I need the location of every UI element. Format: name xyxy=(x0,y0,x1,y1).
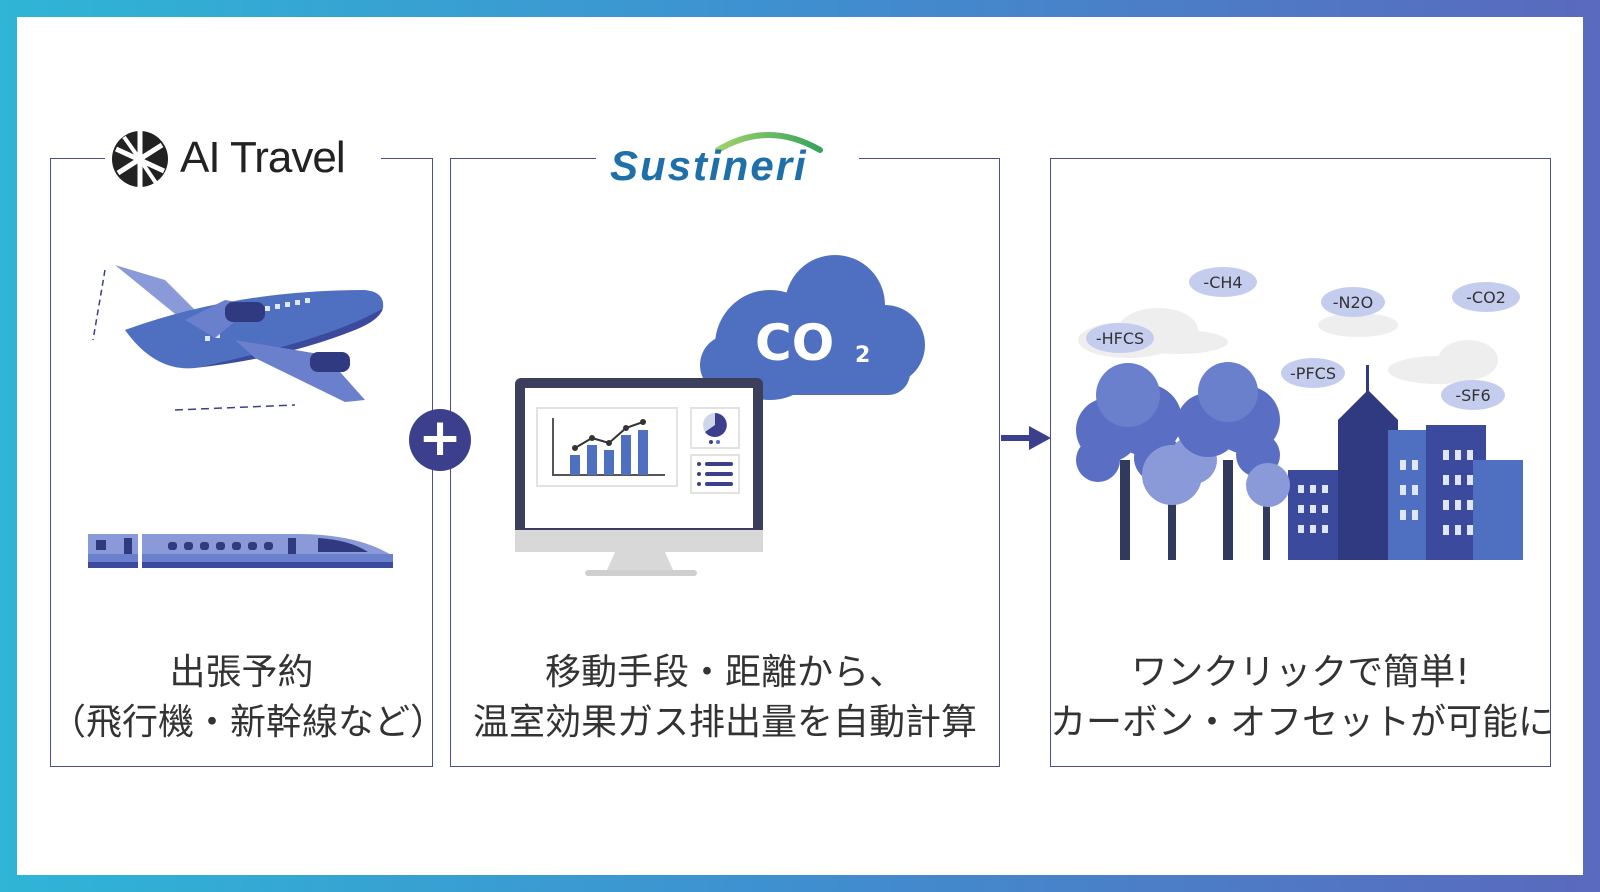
offset-caption-line2: カーボン・オフセットが可能に xyxy=(1050,698,1551,748)
sustineri-logo-text: Sustineri xyxy=(610,142,808,190)
booking-caption-line1: 出張予約 xyxy=(50,648,433,698)
trees-icon xyxy=(1076,362,1290,560)
ai-travel-logo-text: AI Travel xyxy=(180,133,345,183)
co2-label: CO xyxy=(755,314,834,372)
computer-co2-illustration: CO 2 xyxy=(515,250,935,590)
bullet-train-icon xyxy=(88,526,393,574)
booking-caption-line2: （飛行機・新幹線など） xyxy=(50,698,433,748)
gas-tag-hfcs: -HFCS xyxy=(1096,329,1144,348)
gas-tag-ch4: -CH4 xyxy=(1203,273,1242,292)
gas-tag-pfcs: -PFCS xyxy=(1290,364,1336,383)
booking-caption: 出張予約 （飛行機・新幹線など） xyxy=(50,648,433,748)
forest-city-illustration: -CH4 -N2O -CO2 -HFCS -PFCS -SF6 xyxy=(1068,260,1538,580)
airplane-icon xyxy=(85,260,405,420)
offset-caption-line1: ワンクリックで簡単! xyxy=(1050,648,1551,698)
gas-tag-n2o: -N2O xyxy=(1333,293,1374,312)
plus-connector-icon: + xyxy=(409,409,471,471)
arrow-right-icon xyxy=(1001,426,1051,450)
gas-tag-co2: -CO2 xyxy=(1466,288,1506,307)
ai-travel-globe-icon xyxy=(110,129,170,189)
calculation-caption-line2: 温室効果ガス排出量を自動計算 xyxy=(450,698,1000,748)
gas-tag-sf6: -SF6 xyxy=(1455,386,1490,405)
sustineri-logo: Sustineri xyxy=(608,124,848,190)
calculation-caption: 移動手段・距離から、 温室効果ガス排出量を自動計算 xyxy=(450,648,1000,748)
ai-travel-logo: AI Travel xyxy=(110,129,380,189)
offset-caption: ワンクリックで簡単! カーボン・オフセットが可能に xyxy=(1050,648,1551,748)
co2-subscript: 2 xyxy=(855,343,870,368)
calculation-caption-line1: 移動手段・距離から、 xyxy=(450,648,1000,698)
